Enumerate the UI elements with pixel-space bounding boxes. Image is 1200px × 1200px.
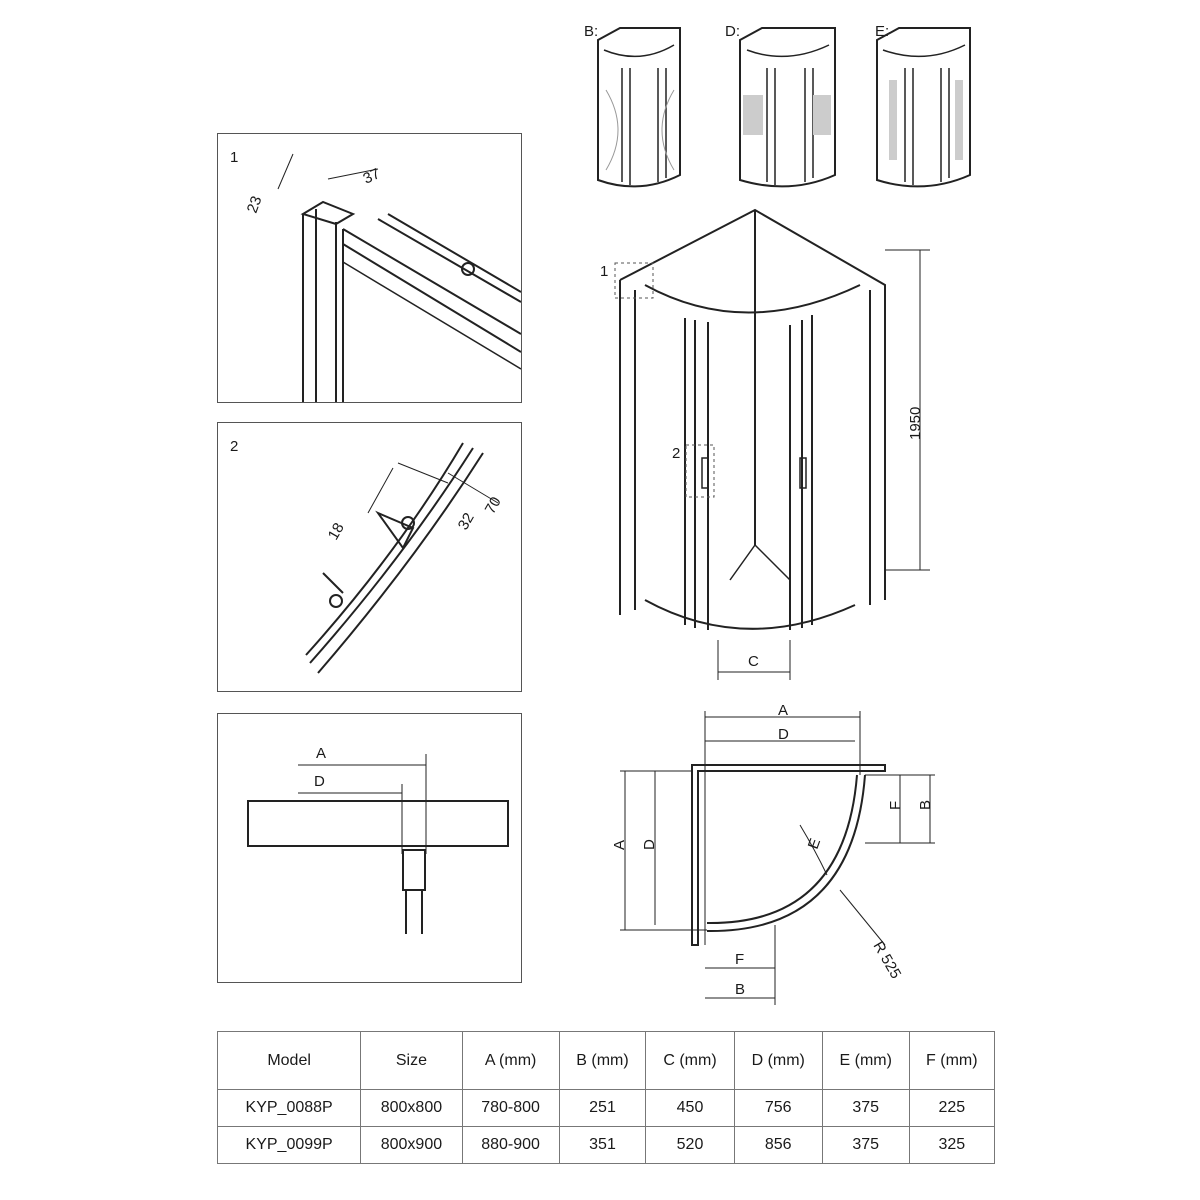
detail-2-panel: 2 18 32 70 <box>217 422 522 692</box>
plan-label-a-left: A <box>611 840 628 850</box>
dimension-18: 18 <box>325 520 348 543</box>
detail-number: 1 <box>230 149 238 166</box>
variant-e: E: <box>875 23 971 188</box>
dimension-37: 37 <box>361 165 383 187</box>
header-e: E (mm) <box>821 1031 910 1090</box>
variant-b: B: <box>584 23 681 188</box>
header-a: A (mm) <box>461 1031 560 1090</box>
cell: KYP_0088P <box>216 1089 362 1127</box>
variant-label: B: <box>584 23 598 40</box>
cell: 800x800 <box>360 1089 463 1127</box>
table-header-row: Model Size A (mm) B (mm) C (mm) D (mm) E… <box>216 1031 996 1090</box>
detail-3-panel: A D <box>217 713 522 983</box>
callout-2: 2 <box>672 445 680 462</box>
plan-view: A D A D F B E R 525 F B <box>611 702 935 1005</box>
detail-3-drawing: A D <box>247 745 509 934</box>
plan-radius: R 525 <box>870 939 905 982</box>
variant-d: D: <box>725 23 836 188</box>
plan-label-b-right: B <box>917 800 934 810</box>
height-dimension: 1950 <box>907 407 924 440</box>
cell: 780-800 <box>461 1089 560 1127</box>
plan-label-b-bottom: B <box>735 981 745 998</box>
cell: 880-900 <box>461 1126 560 1164</box>
detail-2-drawing: 2 18 32 70 <box>230 438 505 674</box>
header-f: F (mm) <box>908 1031 996 1090</box>
label-a: A <box>316 745 326 762</box>
cell: 351 <box>558 1126 647 1164</box>
header-b: B (mm) <box>558 1031 647 1090</box>
plan-label-d-left: D <box>641 839 658 850</box>
cell: 800x900 <box>360 1126 463 1164</box>
header-c: C (mm) <box>645 1031 735 1090</box>
header-model: Model <box>216 1031 362 1090</box>
plan-label-f-bottom: F <box>735 951 744 968</box>
plan-label-a-top: A <box>778 702 788 719</box>
cell: 225 <box>908 1089 996 1127</box>
label-d: D <box>314 773 325 790</box>
cell: 375 <box>821 1126 910 1164</box>
detail-1-panel: 1 23 37 <box>217 133 522 403</box>
variant-label: D: <box>725 23 740 40</box>
cell: 375 <box>821 1089 910 1127</box>
header-size: Size <box>360 1031 463 1090</box>
width-label-c: C <box>748 653 759 670</box>
detail-1-drawing: 1 23 37 <box>230 149 522 402</box>
table-row: KYP_0088P 800x800 780-800 251 450 756 37… <box>216 1089 996 1127</box>
cell: 756 <box>733 1089 823 1127</box>
cell: 520 <box>645 1126 735 1164</box>
cell: 856 <box>733 1126 823 1164</box>
dimension-70: 70 <box>482 494 505 517</box>
detail-number: 2 <box>230 438 238 455</box>
plan-label-d-top: D <box>778 726 789 743</box>
cell: 450 <box>645 1089 735 1127</box>
cell: 251 <box>558 1089 647 1127</box>
cell: KYP_0099P <box>216 1126 362 1164</box>
callout-1: 1 <box>600 263 608 280</box>
cell: 325 <box>908 1126 996 1164</box>
glass-variants: B: D: E: <box>584 23 971 188</box>
table-row: KYP_0099P 800x900 880-900 351 520 856 37… <box>216 1126 996 1164</box>
dimension-23: 23 <box>244 194 266 215</box>
plan-label-e: E <box>805 836 824 851</box>
dimension-32: 32 <box>455 510 478 533</box>
front-view: 1 2 1950 C <box>600 208 930 680</box>
plan-label-f-right: F <box>887 801 904 810</box>
specifications-table: Model Size A (mm) B (mm) C (mm) D (mm) E… <box>216 1031 996 1164</box>
header-d: D (mm) <box>733 1031 823 1090</box>
